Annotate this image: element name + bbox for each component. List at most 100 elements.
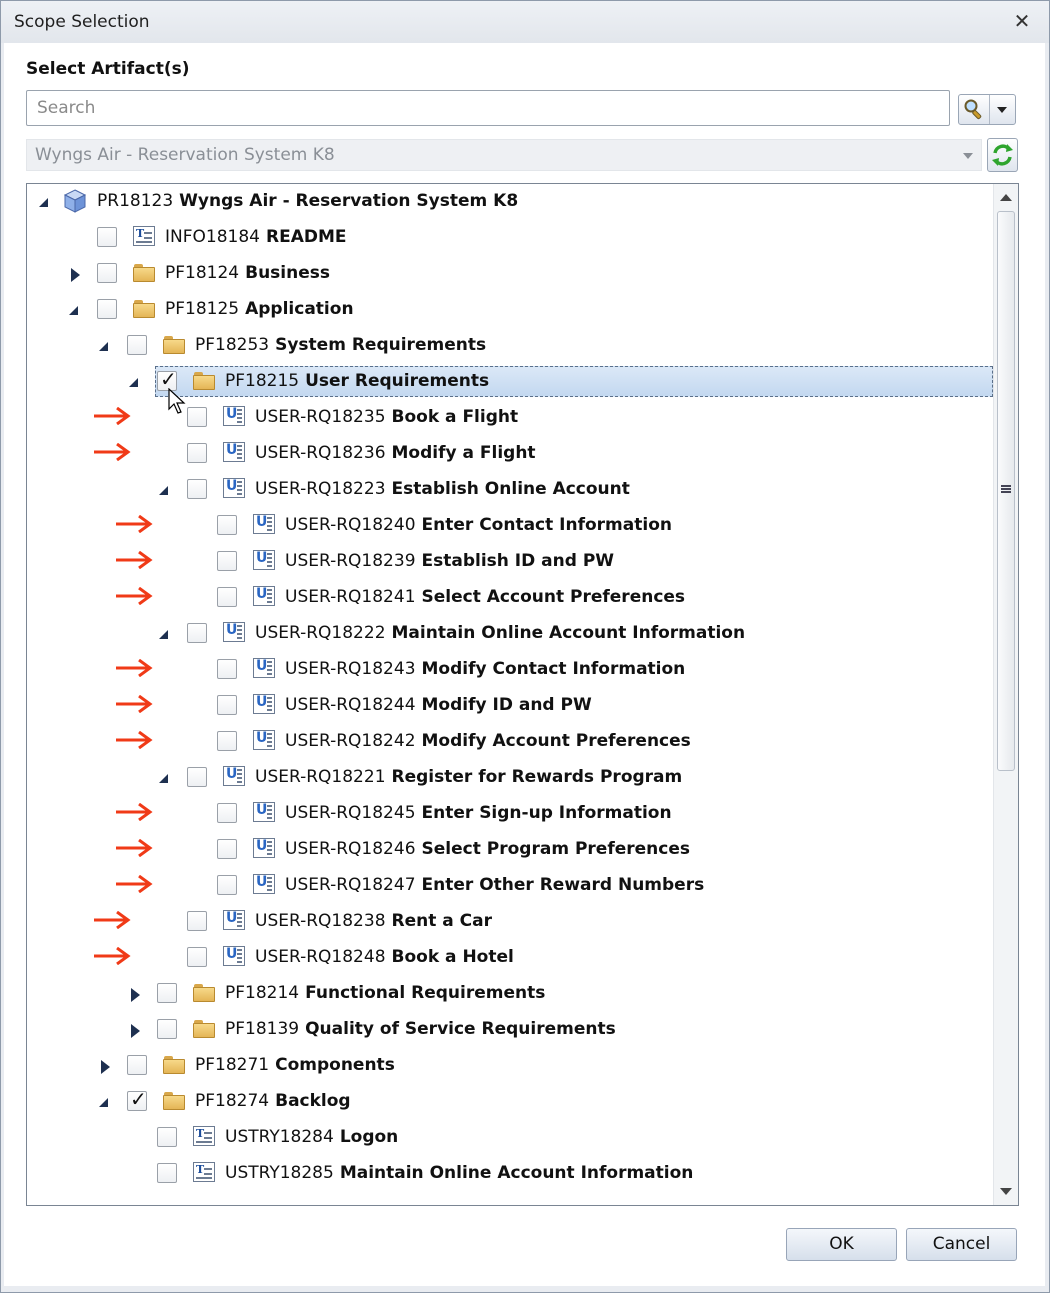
user-requirement-icon: U xyxy=(253,874,275,894)
collapse-triangle-icon[interactable] xyxy=(39,198,48,207)
row-checkbox[interactable] xyxy=(187,911,207,931)
user-requirement-icon: U xyxy=(223,478,245,498)
user-requirement-icon: U xyxy=(223,946,245,966)
artifact-name: Book a Hotel xyxy=(391,947,514,967)
folder-icon xyxy=(193,370,215,390)
row-checkbox[interactable] xyxy=(127,1055,147,1075)
row-checkbox[interactable]: ✓ xyxy=(157,368,177,391)
row-checkbox[interactable] xyxy=(217,839,237,859)
annotation-arrow-icon xyxy=(116,839,153,857)
expand-triangle-icon[interactable] xyxy=(71,268,80,282)
row-checkbox[interactable] xyxy=(187,623,207,643)
row-checkbox[interactable] xyxy=(187,947,207,967)
cancel-button[interactable]: Cancel xyxy=(906,1228,1017,1261)
refresh-button[interactable] xyxy=(987,138,1018,172)
artifact-id: PF18125 xyxy=(165,299,240,319)
row-checkbox[interactable] xyxy=(157,983,177,1003)
scrollbar-thumb[interactable] xyxy=(997,211,1015,771)
collapse-triangle-icon[interactable] xyxy=(159,630,168,639)
artifact-name: Backlog xyxy=(275,1091,351,1111)
row-checkbox[interactable] xyxy=(217,515,237,535)
collapse-triangle-icon[interactable] xyxy=(159,486,168,495)
scroll-up-icon[interactable] xyxy=(1000,194,1012,201)
row-checkbox[interactable] xyxy=(187,767,207,787)
row-checkbox[interactable] xyxy=(217,803,237,823)
collapse-triangle-icon[interactable] xyxy=(69,306,78,315)
row-checkbox[interactable] xyxy=(217,587,237,607)
search-input[interactable] xyxy=(26,90,950,126)
row-checkbox[interactable]: ✓ xyxy=(127,1088,147,1111)
row-checkbox[interactable] xyxy=(157,1019,177,1039)
row-checkbox[interactable] xyxy=(217,695,237,715)
collapse-triangle-icon[interactable] xyxy=(99,1098,108,1107)
expand-triangle-icon[interactable] xyxy=(101,1060,110,1074)
collapse-triangle-icon[interactable] xyxy=(129,378,138,387)
search-button[interactable] xyxy=(959,95,990,124)
expand-triangle-icon[interactable] xyxy=(131,1024,140,1038)
row-checkbox[interactable] xyxy=(217,551,237,571)
row-checkbox[interactable] xyxy=(97,263,117,283)
search-options-dropdown[interactable] xyxy=(990,95,1015,124)
row-checkbox[interactable] xyxy=(97,299,117,319)
row-checkbox[interactable] xyxy=(127,335,147,355)
row-checkbox[interactable] xyxy=(157,1127,177,1147)
search-icon xyxy=(964,99,982,120)
row-checkbox[interactable] xyxy=(97,227,117,247)
project-select[interactable]: Wyngs Air - Reservation System K8 xyxy=(26,139,982,171)
row-checkbox[interactable] xyxy=(187,443,207,463)
collapse-triangle-icon[interactable] xyxy=(99,342,108,351)
artifact-id: USER-RQ18239 xyxy=(285,551,416,571)
close-icon[interactable]: ✕ xyxy=(1013,9,1031,33)
row-checkbox[interactable] xyxy=(217,731,237,751)
artifact-name: Book a Flight xyxy=(391,407,519,427)
row-checkbox[interactable] xyxy=(187,479,207,499)
collapse-triangle-icon[interactable] xyxy=(159,774,168,783)
row-checkbox[interactable] xyxy=(187,407,207,427)
scroll-down-icon[interactable] xyxy=(1000,1188,1012,1195)
refresh-icon xyxy=(992,144,1013,166)
vertical-scrollbar[interactable] xyxy=(993,184,1018,1205)
row-checkbox[interactable] xyxy=(217,875,237,895)
row-checkbox[interactable] xyxy=(217,659,237,679)
ok-button[interactable]: OK xyxy=(786,1228,897,1261)
dialog-titlebar[interactable]: Scope Selection ✕ xyxy=(1,1,1049,43)
artifact-name: Establish ID and PW xyxy=(421,551,615,571)
expand-triangle-icon[interactable] xyxy=(131,988,140,1002)
row-checkbox[interactable] xyxy=(157,1163,177,1183)
